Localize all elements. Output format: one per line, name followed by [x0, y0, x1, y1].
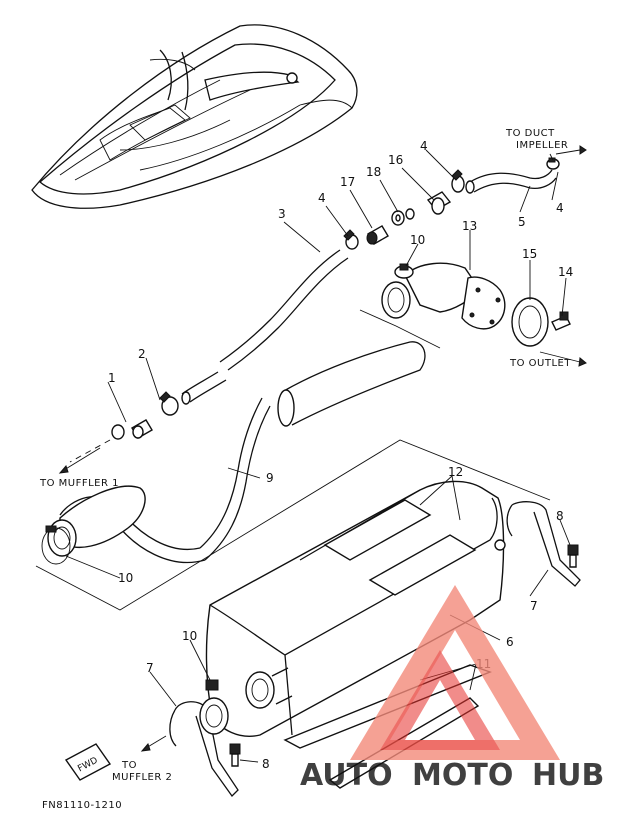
callout-12: 12: [448, 465, 463, 479]
hose-5: [465, 169, 557, 194]
callout-2: 2: [138, 347, 146, 361]
callout-13: 13: [462, 219, 477, 233]
bolt-14: [551, 311, 571, 331]
fitting-16: [426, 191, 452, 215]
hose9-mount-plane: [35, 439, 551, 611]
callout-7-a: 7: [146, 661, 154, 675]
callout-4-b: 4: [420, 139, 428, 153]
callout-7-b: 7: [530, 599, 538, 613]
callout-3: 3: [278, 207, 286, 221]
watermark-moto: MOTO: [412, 758, 513, 793]
label-to: TO: [121, 760, 137, 771]
callout-16: 16: [388, 153, 403, 167]
clamp-2: [159, 391, 179, 416]
callout-18: 18: [366, 165, 381, 179]
clamp-4-hose5: [451, 169, 465, 193]
callout-numbers: 1 2 3 4 4 4 5 6 7 7 8 8 9 10 10 10 11 12…: [108, 139, 573, 771]
hose-9: [47, 341, 426, 564]
washer-18: [391, 208, 415, 226]
callout-4-a: 4: [318, 191, 326, 205]
callout-10-a: 10: [410, 233, 425, 247]
destination-arrows: [58, 145, 587, 752]
label-to-outlet: TO OUTLET: [509, 358, 571, 369]
watermark-hub: HUB: [532, 758, 604, 793]
gasket-15: [511, 297, 549, 347]
elbow-13: [381, 262, 506, 330]
callout-1: 1: [108, 371, 116, 385]
bolt-8-left: [229, 743, 241, 767]
callout-9: 9: [266, 471, 274, 485]
clamp-10-elbow: [394, 263, 414, 279]
dashed-hose-muffler1: [69, 439, 111, 463]
callout-8-b: 8: [262, 757, 270, 771]
muffler-6: [205, 480, 506, 737]
callout-14: 14: [558, 265, 573, 279]
callout-10-c: 10: [182, 629, 197, 643]
callout-15: 15: [522, 247, 537, 261]
watermark-auto: AUTO: [300, 758, 393, 793]
label-to-duct: TO DUCT: [505, 128, 555, 139]
fitting-17: [366, 225, 389, 245]
callout-10-b: 10: [118, 571, 133, 585]
fwd-badge: FWD: [64, 743, 112, 781]
watercraft-hull: [31, 24, 358, 209]
figure-code: FN81110-1210: [42, 800, 122, 811]
label-impeller: IMPELLER: [516, 140, 568, 151]
callout-17: 17: [340, 175, 355, 189]
destination-labels: TO DUCT IMPELLER TO OUTLET TO MUFFLER 1 …: [39, 128, 571, 811]
label-muffler-2: MUFFLER 2: [112, 772, 172, 783]
bracket-7-right: [506, 501, 581, 587]
callout-5: 5: [518, 215, 526, 229]
watermark-logo: AUTO MOTO HUB: [300, 585, 604, 793]
clamp-4-hose3: [343, 229, 359, 250]
callout-8-a: 8: [556, 509, 564, 523]
hose-3: [181, 249, 349, 405]
fitting-1: [111, 419, 153, 440]
clamp-10-hose9: [41, 525, 71, 565]
leader-plane-13: [359, 309, 441, 349]
bolt-8-right: [567, 544, 579, 568]
callout-4-c: 4: [556, 201, 564, 215]
callout-6: 6: [506, 635, 514, 649]
clamp-10-muffler2: [199, 679, 229, 735]
label-to-muffler-1: TO MUFFLER 1: [39, 478, 119, 489]
